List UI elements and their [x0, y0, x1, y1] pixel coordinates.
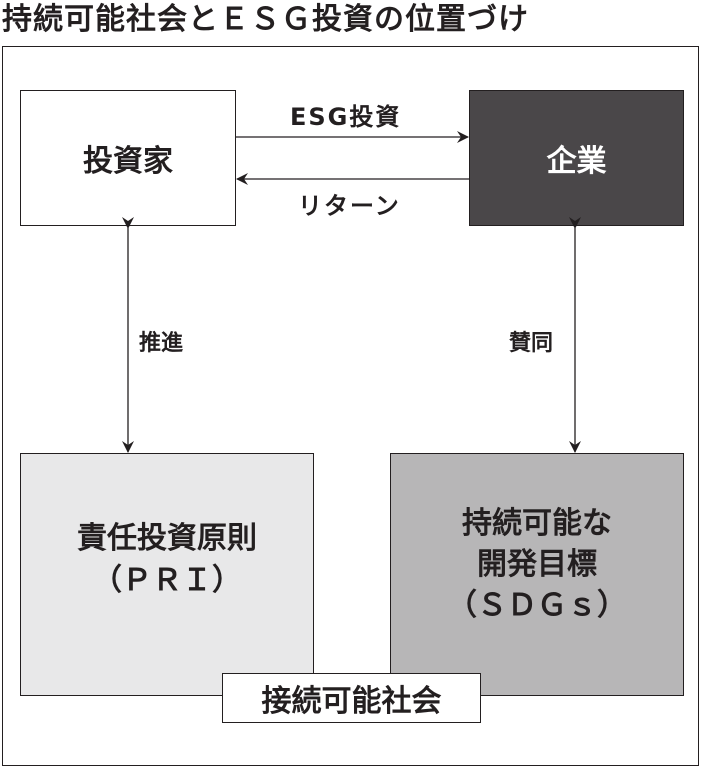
sdgs-label-line3: （ＳＤＧｓ）	[447, 588, 627, 623]
esg-investment-label: ESG投資	[290, 103, 402, 131]
sustainable-society-node: 接続可能社会	[222, 673, 481, 723]
company-label: 企業	[546, 144, 607, 179]
company-node: 企業	[469, 90, 684, 226]
diagram-title: 持続可能社会とＥＳＧ投資の位置づけ	[2, 2, 529, 37]
endorse-label: 賛同	[509, 331, 554, 356]
sdgs-label-line2: 開発目標	[477, 547, 597, 582]
investor-node: 投資家	[20, 90, 236, 226]
return-label: リターン	[298, 192, 401, 220]
sdgs-node: 持続可能な 開発目標 （ＳＤＧｓ）	[390, 453, 684, 696]
society-label: 接続可能社会	[261, 684, 442, 719]
promote-label: 推進	[139, 331, 184, 356]
outer-frame	[2, 46, 699, 766]
pri-label-line1: 責任投資原則	[77, 520, 257, 556]
sdgs-label-line1: 持続可能な	[462, 506, 612, 541]
investor-label: 投資家	[83, 144, 173, 179]
pri-node: 責任投資原則 （ＰＲＩ）	[20, 453, 314, 696]
pri-label-line2: （ＰＲＩ）	[92, 562, 242, 598]
